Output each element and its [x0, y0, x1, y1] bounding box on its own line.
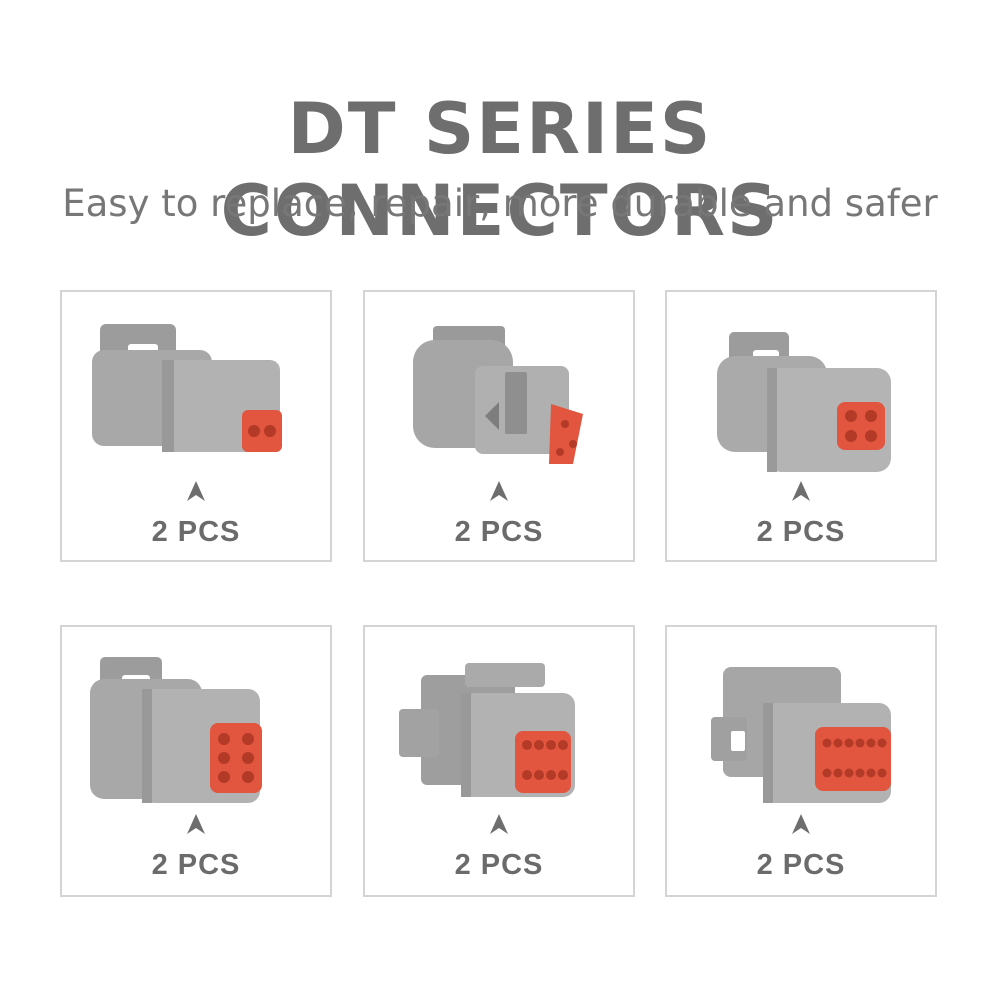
dt-6-pin-connector-icon [90, 657, 262, 803]
arrow-up-icon [187, 814, 205, 834]
page-subtitle: Easy to replace, repair, more durable an… [62, 182, 938, 225]
quantity-label: 2 PCS [454, 516, 544, 548]
page-title: DT SERIES CONNECTORS [220, 88, 780, 252]
quantity-label: 2 PCS [756, 849, 846, 881]
dt-12-pin-connector-icon [711, 667, 891, 803]
quantity-label: 2 PCS [756, 516, 846, 548]
arrow-up-icon [792, 814, 810, 834]
product-card-2-pin: 2 PCS [60, 290, 332, 562]
product-card-4-pin: 2 PCS [665, 290, 937, 562]
product-card-3-pin: 2 PCS [363, 290, 635, 562]
dt-2-pin-connector-icon [92, 324, 282, 452]
quantity-label: 2 PCS [454, 849, 544, 881]
product-card-8-pin: 2 PCS [363, 625, 635, 897]
arrow-up-icon [187, 481, 205, 501]
product-card-6-pin: 2 PCS [60, 625, 332, 897]
dt-4-pin-connector-icon [717, 332, 891, 472]
dt-8-pin-connector-icon [399, 663, 575, 797]
arrow-up-icon [792, 481, 810, 501]
dt-3-pin-connector-icon [413, 326, 583, 464]
quantity-label: 2 PCS [151, 849, 241, 881]
arrow-up-icon [490, 814, 508, 834]
product-card-12-pin: 2 PCS [665, 625, 937, 897]
quantity-label: 2 PCS [151, 516, 241, 548]
arrow-up-icon [490, 481, 508, 501]
